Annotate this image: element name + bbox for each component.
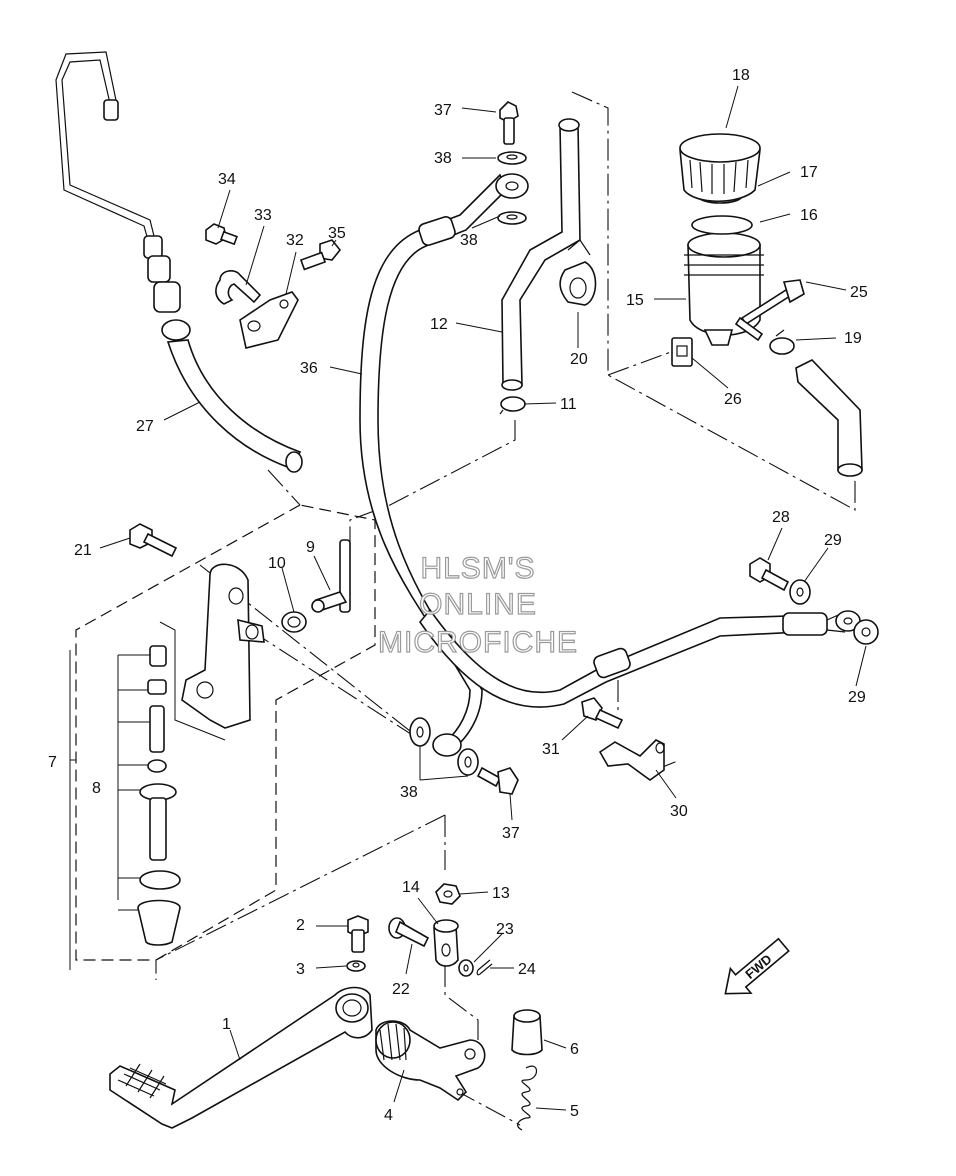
clip-19 xyxy=(769,329,795,355)
callout-23: 23 xyxy=(496,921,514,938)
master-cylinder-body xyxy=(181,563,265,729)
washer-38-bottom-1 xyxy=(409,717,431,747)
callout-30: 30 xyxy=(670,803,688,820)
pedal-shaft-4 xyxy=(375,1020,486,1102)
washer-38-top-1 xyxy=(497,151,527,165)
clevis-14 xyxy=(433,919,459,967)
callout-38-mid: 38 xyxy=(460,232,478,249)
callout-11: 11 xyxy=(560,396,577,413)
washer-23 xyxy=(458,959,474,977)
callout-7: 7 xyxy=(48,754,57,771)
pin-9 xyxy=(311,539,351,613)
callout-15: 15 xyxy=(626,292,644,309)
hose-bracket-30 xyxy=(598,739,665,781)
callout-3: 3 xyxy=(296,961,305,978)
group-bracket-7 xyxy=(69,650,76,970)
callout-38-bottom: 38 xyxy=(400,784,418,801)
forward-direction-arrow: FWD xyxy=(724,937,790,995)
lower-brake-hose xyxy=(418,608,861,708)
callout-26: 26 xyxy=(724,391,742,408)
fitting-bolt-small xyxy=(734,316,764,342)
callout-10: 10 xyxy=(268,555,286,572)
brake-pedal-1 xyxy=(109,986,373,1129)
sleeve-6 xyxy=(511,1009,543,1056)
callout-17: 17 xyxy=(800,164,818,181)
nut-13 xyxy=(435,883,461,905)
callout-38-top: 38 xyxy=(434,150,452,167)
watermark-line-1: HLSM'S xyxy=(420,552,535,585)
reservoir-bracket-26 xyxy=(671,337,693,367)
callout-9: 9 xyxy=(306,539,315,556)
callout-37-top: 37 xyxy=(434,102,452,119)
bracket-32 xyxy=(239,291,299,349)
callout-leaders xyxy=(99,85,867,1111)
piston-kit-8 xyxy=(117,621,226,946)
clamp-33 xyxy=(215,270,262,305)
callout-8: 8 xyxy=(92,780,101,797)
clamp-20 xyxy=(559,239,597,306)
callout-31: 31 xyxy=(542,741,560,758)
return-spring-5 xyxy=(517,1065,538,1131)
callout-18: 18 xyxy=(732,67,750,84)
callout-6: 6 xyxy=(570,1041,579,1058)
callout-16: 16 xyxy=(800,207,818,224)
bolt-2 xyxy=(347,915,369,953)
callout-12: 12 xyxy=(430,316,448,333)
brake-fluid-reservoir xyxy=(679,133,764,346)
bolt-35 xyxy=(299,239,342,271)
callout-36: 36 xyxy=(300,360,318,377)
assembly-group-outline xyxy=(75,504,376,961)
callout-labels: 1 2 3 4 5 6 7 8 9 10 11 12 13 14 15 16 1… xyxy=(48,67,868,1124)
callout-4: 4 xyxy=(384,1107,393,1124)
callout-19: 19 xyxy=(844,330,862,347)
brake-hose-27 xyxy=(55,51,303,473)
callout-14: 14 xyxy=(402,879,420,896)
callout-34: 34 xyxy=(218,171,236,188)
bolt-21 xyxy=(129,523,178,558)
callout-29-lower: 29 xyxy=(848,689,866,706)
callout-13: 13 xyxy=(492,885,510,902)
watermark-line-2: ONLINE xyxy=(419,588,537,621)
callout-25: 25 xyxy=(850,284,868,301)
callout-28: 28 xyxy=(772,509,790,526)
callout-5: 5 xyxy=(570,1103,579,1120)
clip-11 xyxy=(499,396,526,415)
cotter-pin-24 xyxy=(476,959,493,976)
callout-29-upper: 29 xyxy=(824,532,842,549)
watermark: HLSM'S ONLINE MICROFICHE xyxy=(377,551,578,659)
washer-38-top-2 xyxy=(497,211,527,225)
callout-2: 2 xyxy=(296,917,305,934)
washer-29-lower xyxy=(853,619,879,645)
bolt-34 xyxy=(205,223,238,246)
callout-37-bottom: 37 xyxy=(502,825,520,842)
callout-27: 27 xyxy=(136,418,154,435)
callout-21: 21 xyxy=(74,542,92,559)
reservoir-outlet-hose xyxy=(795,359,863,477)
callout-22: 22 xyxy=(392,981,410,998)
brake-hose-36 xyxy=(359,173,529,757)
watermark-line-3: MICROFICHE xyxy=(378,626,578,659)
callout-20: 20 xyxy=(570,351,588,368)
washer-3 xyxy=(346,960,366,972)
callout-24: 24 xyxy=(518,961,536,978)
pin-22 xyxy=(388,917,430,948)
bolt-37-top xyxy=(499,101,519,145)
callout-33: 33 xyxy=(254,207,272,224)
spring-10 xyxy=(281,611,307,633)
callout-1: 1 xyxy=(222,1016,231,1033)
washer-38-bottom-2 xyxy=(457,748,479,776)
callout-32: 32 xyxy=(286,232,304,249)
reservoir-hose-12 xyxy=(501,118,581,391)
bolt-28 xyxy=(749,557,790,592)
bolt-31 xyxy=(581,697,624,730)
washer-29-upper xyxy=(789,579,811,605)
callout-35: 35 xyxy=(328,225,346,242)
bolt-37-bottom xyxy=(476,766,519,795)
